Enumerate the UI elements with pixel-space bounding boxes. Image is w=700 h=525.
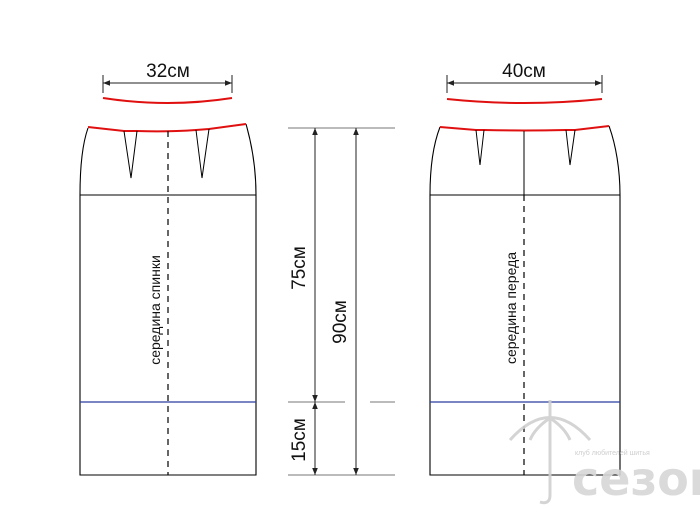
front-pattern-piece: 40см середина переда (429, 61, 621, 476)
front-dart-right (565, 129, 576, 166)
front-dart-left (475, 129, 485, 166)
umbrella-icon (508, 400, 592, 505)
front-waist-measure: 40см (502, 61, 546, 82)
back-pattern-piece: 32см середина спинки (79, 61, 257, 476)
total-length-label: 90см (330, 300, 351, 344)
lower-length-label: 15см (289, 418, 310, 462)
back-center-label: середина спинки (147, 255, 163, 365)
back-dart-left (123, 130, 138, 179)
watermark-logo: клуб любителей шитья сезон (508, 400, 700, 506)
back-dart-right (195, 128, 210, 179)
back-waist-measure: 32см (146, 61, 190, 82)
upper-length-label: 75см (289, 246, 310, 290)
back-waist-seam (87, 123, 247, 133)
front-waist-seam (439, 125, 610, 132)
front-center-label: середина переда (503, 252, 519, 364)
front-outline (429, 125, 621, 476)
watermark-brand: сезон (572, 452, 700, 506)
front-waistband-curve (446, 98, 603, 104)
back-waistband-curve (102, 97, 233, 104)
watermark-tagline: клуб любителей шитья (575, 449, 650, 457)
length-dimensions: 75см 90см 15см (288, 127, 395, 476)
